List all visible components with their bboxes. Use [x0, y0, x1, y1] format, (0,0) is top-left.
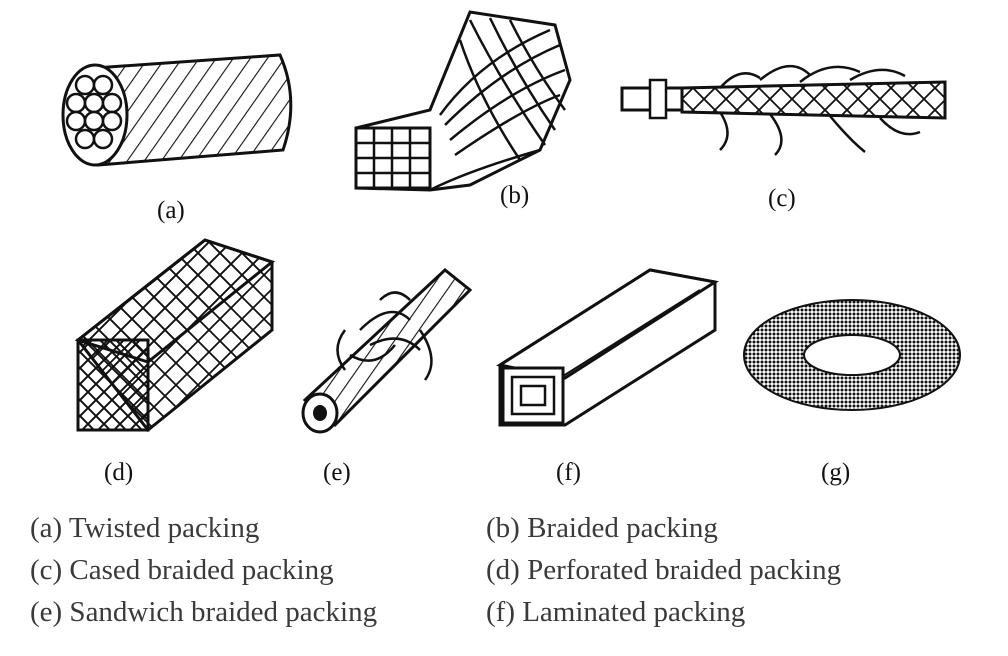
caption-laminated-packing: (f) Laminated packing	[486, 596, 746, 628]
caption-cased-braided-packing: (c) Cased braided packing	[30, 554, 334, 586]
panel-label-d: (d)	[104, 459, 134, 486]
panel-label-e: (e)	[323, 459, 351, 486]
panel-label-b: (b)	[500, 182, 530, 209]
packing-illustrations	[61, 10, 961, 434]
perforated-braided-packing-drawing	[74, 238, 276, 433]
laminated-packing-drawing	[496, 268, 720, 427]
twisted-packing-drawing	[61, 53, 293, 167]
ring-packing-drawing	[743, 299, 961, 411]
cased-braided-packing-drawing	[620, 65, 947, 156]
panel-label-g: (g)	[821, 459, 851, 486]
braided-packing-drawing	[354, 10, 572, 192]
caption-braided-packing: (b) Braided packing	[486, 512, 718, 544]
panel-label-c: (c)	[768, 185, 796, 212]
sandwich-braided-packing-drawing	[301, 268, 473, 434]
panel-label-f: (f)	[556, 459, 581, 486]
caption-twisted-packing: (a) Twisted packing	[30, 512, 260, 544]
caption-sandwich-braided-packing: (e) Sandwich braided packing	[30, 596, 378, 628]
caption-perforated-braided-packing: (d) Perforated braided packing	[486, 554, 842, 586]
panel-label-a: (a)	[157, 197, 185, 224]
